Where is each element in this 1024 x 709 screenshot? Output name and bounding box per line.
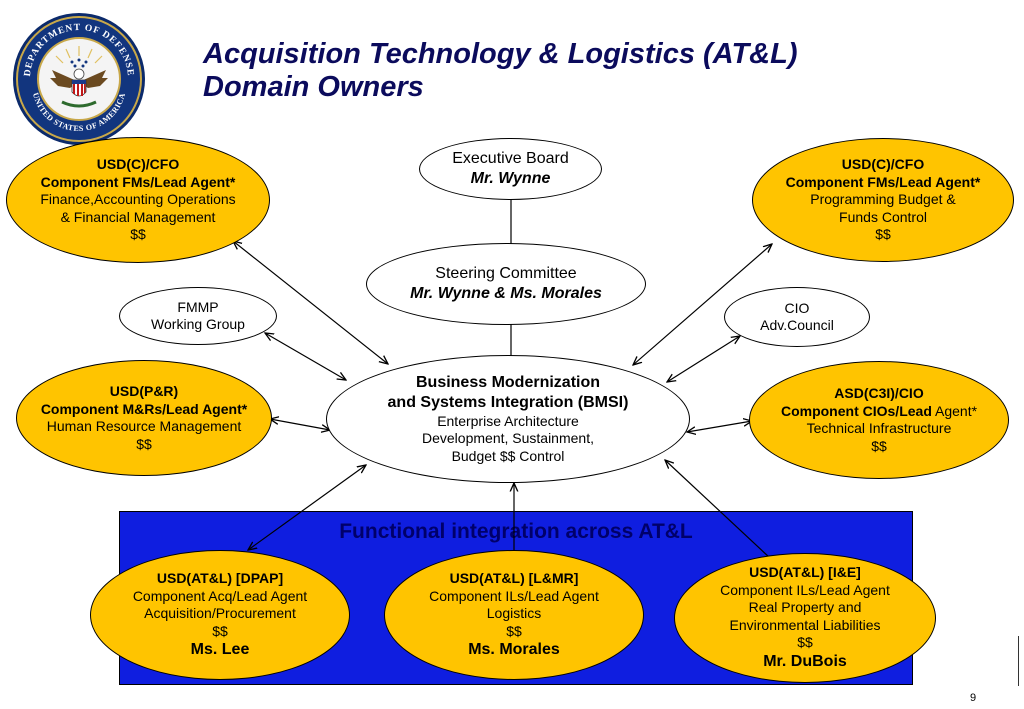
cio-title: CIO	[784, 299, 810, 316]
asd-desc: Technical Infrastructure	[806, 420, 952, 436]
usdc-left-desc-2: & Financial Management	[60, 208, 216, 225]
usdc-right-desc-2: Funds Control	[839, 208, 927, 225]
executive-board-node: Executive Board Mr. Wynne	[419, 138, 602, 200]
bmsi-title-line-2: and Systems Integration (BMSI)	[387, 393, 629, 411]
usdpr-role: Component M&Rs/Lead Agent*	[40, 400, 248, 417]
usdc-right-desc-1: Programming Budget &	[810, 191, 956, 208]
ie-node: USD(AT&L) [I&E] Component ILs/Lead Agent…	[674, 553, 936, 683]
arrow-usdpr	[270, 419, 330, 430]
page-number: 9	[970, 692, 977, 704]
arrow-usdc-left	[233, 241, 388, 364]
lmr-node: USD(AT&L) [L&MR] Component ILs/Lead Agen…	[384, 550, 644, 680]
usdc-left-title: USD(C)/CFO	[96, 156, 180, 173]
dpap-owner: Ms. Lee	[190, 641, 250, 658]
title-line-2: Domain Owners	[203, 71, 424, 103]
dpap-desc: Acquisition/Procurement	[144, 605, 296, 621]
arrow-fmmp	[265, 333, 346, 380]
usdc-cfo-finance-node: USD(C)/CFO Component FMs/Lead Agent* Fin…	[6, 137, 270, 263]
ie-budget: $$	[797, 634, 813, 651]
lmr-budget: $$	[506, 622, 522, 639]
asd-budget: $$	[871, 437, 887, 454]
usdc-right-role: Component FMs/Lead Agent*	[785, 173, 981, 190]
edge-bar	[1018, 636, 1024, 686]
usdc-right-title: USD(C)/CFO	[841, 156, 925, 173]
steering-committee-node: Steering Committee Mr. Wynne & Ms. Moral…	[366, 243, 646, 325]
cio-subtitle: Adv.Council	[760, 317, 834, 333]
arrow-cio	[667, 336, 740, 382]
usdpr-desc: Human Resource Management	[46, 418, 242, 434]
lmr-owner: Ms. Morales	[468, 641, 560, 658]
bmsi-desc-line-1: Enterprise Architecture	[437, 412, 579, 429]
ie-desc-2: Environmental Liabilities	[729, 616, 881, 633]
fmmp-subtitle: Working Group	[151, 316, 245, 332]
dpap-node: USD(AT&L) [DPAP] Component Acq/Lead Agen…	[90, 550, 350, 680]
usd-pr-node: USD(P&R) Component M&Rs/Lead Agent* Huma…	[16, 360, 272, 476]
bmsi-title-line-1: Business Modernization	[415, 373, 601, 391]
fmmp-title: FMMP	[177, 298, 219, 315]
usdc-left-role: Component FMs/Lead Agent*	[40, 173, 236, 190]
functional-integration-label: Functional integration across AT&L	[339, 520, 693, 543]
usdc-left-desc-1: Finance,Accounting Operations	[40, 191, 236, 208]
bmsi-desc-line-2: Development, Sustainment,	[422, 430, 594, 447]
lmr-title: USD(AT&L) [L&MR]	[449, 570, 579, 586]
bmsi-desc-line-3: Budget $$ Control	[451, 447, 565, 464]
ie-owner: Mr. DuBois	[763, 652, 847, 670]
steering-committee-members: Mr. Wynne & Ms. Morales	[410, 285, 602, 302]
usdc-cfo-programming-node: USD(C)/CFO Component FMs/Lead Agent* Pro…	[752, 138, 1014, 262]
title-line-1: Acquisition Technology & Logistics (AT&L…	[203, 38, 798, 70]
ie-role: Component ILs/Lead Agent	[720, 581, 890, 598]
lmr-role: Component ILs/Lead Agent	[429, 587, 599, 604]
dpap-role: Component Acq/Lead Agent	[132, 587, 308, 604]
steering-committee-title: Steering Committee	[435, 265, 577, 282]
asd-c3i-cio-node: ASD(C3I)/CIO Component CIOs/Lead Agent* …	[749, 361, 1009, 479]
asd-role-normal: Agent*	[931, 402, 978, 419]
dpap-title: USD(AT&L) [DPAP]	[156, 570, 284, 586]
cio-council-node: CIO Adv.Council	[724, 287, 870, 347]
arrow-usdc-right	[633, 244, 772, 365]
asd-role: Component CIOs/Lead Agent*	[781, 403, 977, 421]
executive-board-chair: Mr. Wynne	[470, 170, 551, 187]
executive-board-title: Executive Board	[452, 150, 569, 167]
arrow-asd	[687, 421, 752, 432]
ie-title: USD(AT&L) [I&E]	[749, 564, 861, 581]
dpap-budget: $$	[212, 622, 228, 639]
usdc-left-budget: $$	[130, 226, 146, 243]
dod-seal-logo: DEPARTMENT OF DEFENSE UNITED STATES OF A…	[13, 13, 145, 145]
asd-role-bold: Component CIOs/Lead	[780, 402, 932, 419]
ie-desc-1: Real Property and	[748, 599, 862, 616]
usdpr-title: USD(P&R)	[109, 383, 179, 399]
usdc-right-budget: $$	[875, 226, 891, 243]
lmr-desc: Logistics	[486, 605, 542, 621]
asd-title: ASD(C3I)/CIO	[834, 385, 924, 401]
arrow-ie	[665, 460, 771, 559]
fmmp-node: FMMP Working Group	[119, 287, 277, 345]
bmsi-node: Business Modernization and Systems Integ…	[326, 355, 690, 483]
page-title: Acquisition Technology & Logistics (AT&L…	[203, 38, 903, 104]
arrow-dpap	[248, 465, 366, 550]
usdpr-budget: $$	[136, 435, 152, 452]
